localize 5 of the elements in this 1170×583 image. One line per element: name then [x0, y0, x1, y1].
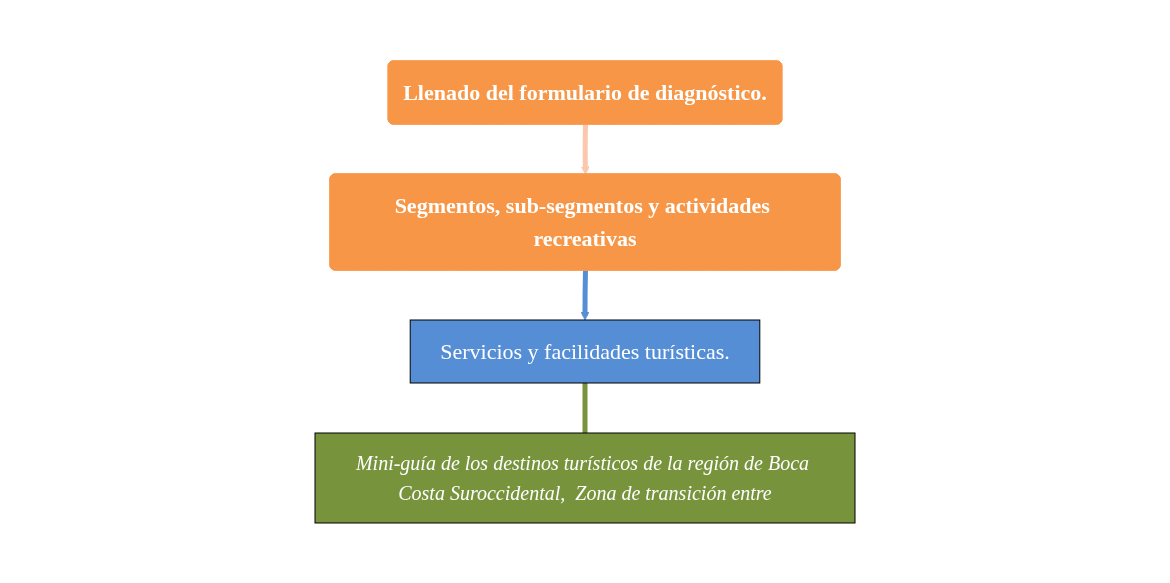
arrow: [580, 123, 590, 175]
arrow: [580, 269, 590, 320]
node-box: Servicios y facilidades turísticas.: [409, 319, 761, 383]
node-box: Mini-guía de los destinos turísticos de la región de Boca Costa Suroccidental, Zona de transición entre: [314, 432, 856, 523]
connector: [582, 382, 588, 433]
